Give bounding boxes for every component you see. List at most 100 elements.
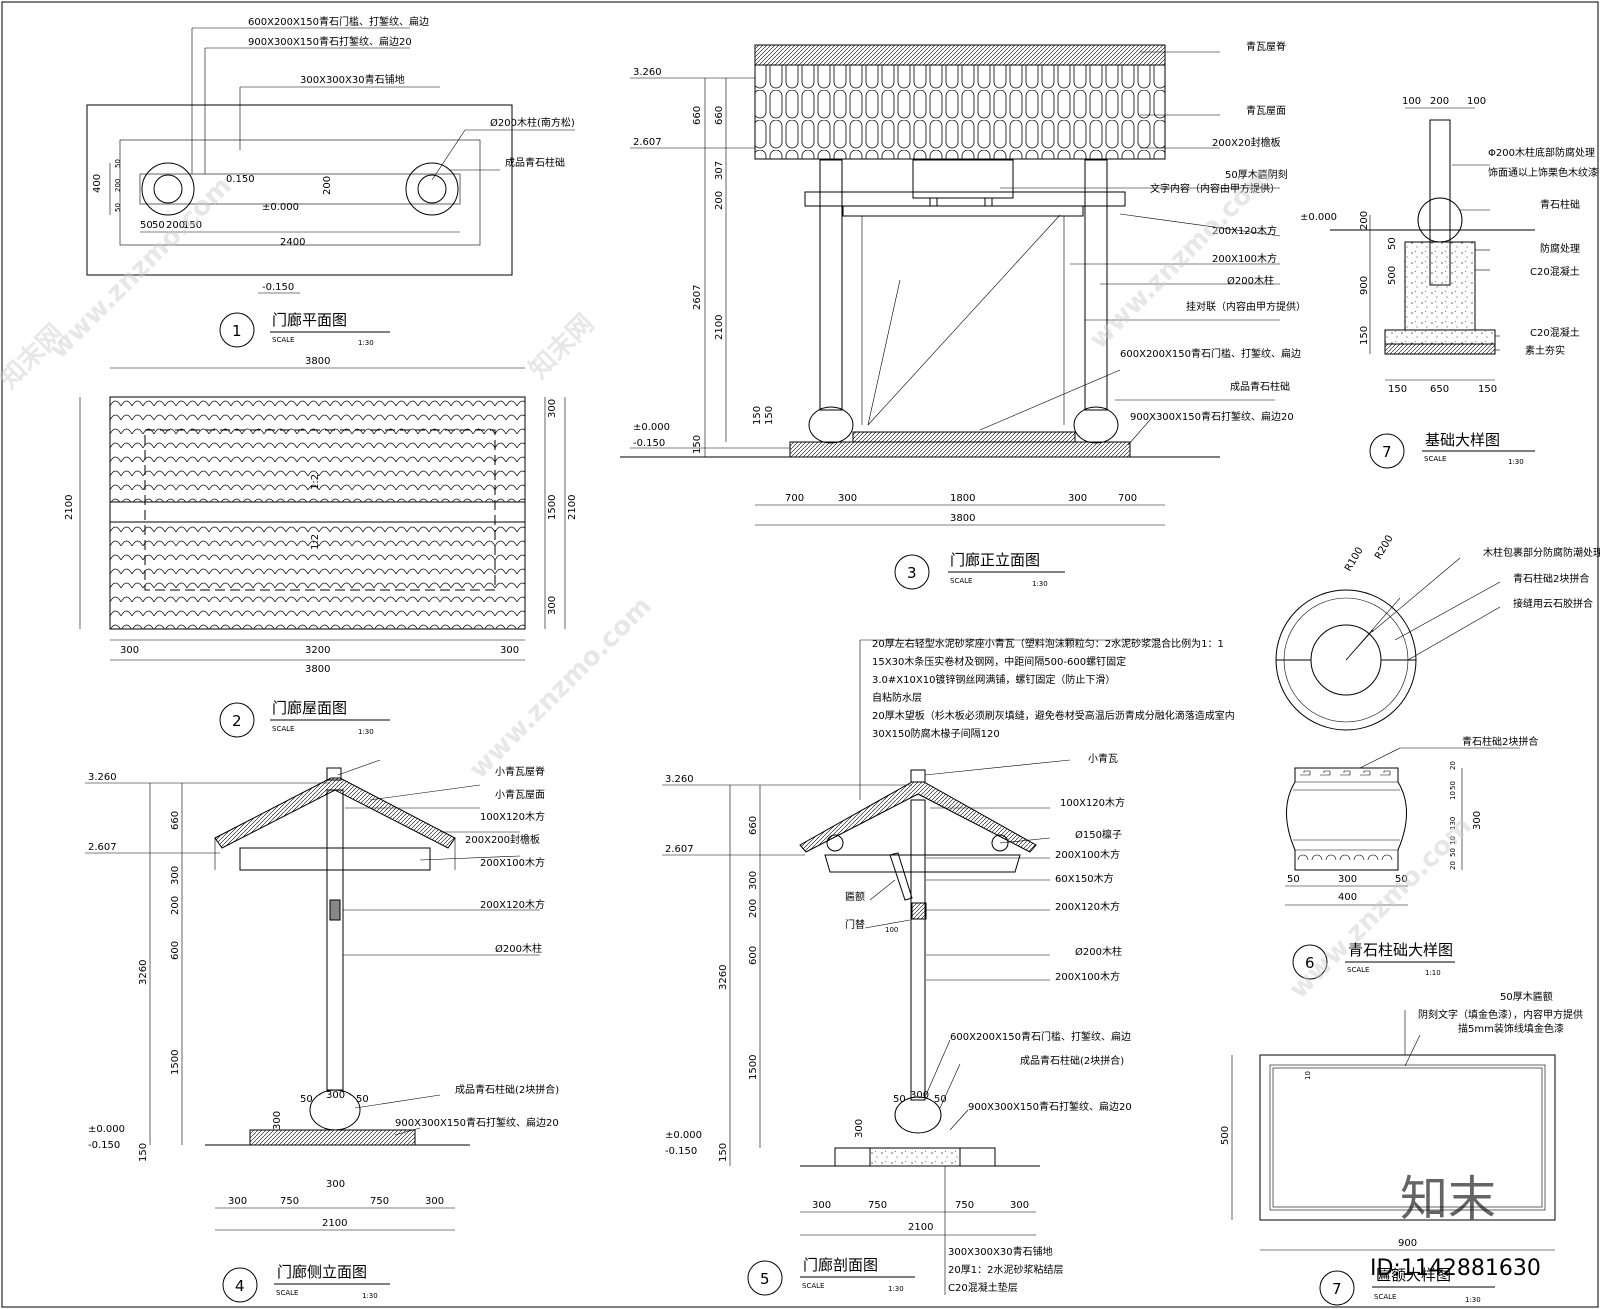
section-roof (799, 781, 1037, 853)
roof-slope-2: 1:2 (310, 534, 321, 550)
front-note-9: 挂对联（内容由甲方提供） (1186, 300, 1306, 313)
foundation-note-7: 素土夯实 (1525, 344, 1565, 357)
plaque-outer (1259, 1054, 1556, 1221)
plan-dim-2400: 2400 (280, 237, 305, 248)
section-vdim-200: 200 (748, 899, 759, 918)
roof-dim-r300a: 300 (547, 399, 558, 418)
front-post-left (819, 159, 843, 411)
roof-dim-top: 3800 (305, 356, 330, 367)
side-vdim-300: 300 (170, 866, 181, 885)
section-hdim-750b: 750 (955, 1200, 974, 1211)
side-hdim-750b: 750 (370, 1196, 389, 1207)
foundation-v-900: 900 (1359, 276, 1370, 295)
plan-level-m0150: -0.150 (262, 282, 294, 293)
base-plan-note-2: 青石柱础2块拼合 (1513, 572, 1589, 585)
base-elev-h50a: 50 (1287, 874, 1300, 885)
section-vdim-300b: 300 (854, 1119, 865, 1138)
side-platform (249, 1129, 416, 1146)
base-elev-v130: 130 (1449, 817, 1457, 830)
front-level-2607: 2.607 (633, 137, 662, 148)
side-level-2607: 2.607 (88, 842, 117, 853)
base-elev-note: 青石柱础2块拼合 (1462, 735, 1538, 748)
plaque-dim-inner: 10 (1304, 1071, 1312, 1080)
front-threshold (852, 431, 1076, 443)
title-1-number: 1 (232, 322, 242, 340)
front-note-4: 50厚木匾阴刻 (1225, 168, 1288, 181)
section-vdim-1500: 1500 (748, 1055, 759, 1080)
section-note-9: 匾额 (845, 890, 865, 903)
title-1: 1 门廊平面图 SCALE 1:30 (219, 311, 390, 348)
front-note-3: 200X20封檐板 (1212, 136, 1281, 149)
front-vdim-2100: 2100 (714, 315, 725, 340)
title-1-scale-label: SCALE (272, 336, 294, 344)
front-note-2: 青瓦屋面 (1246, 104, 1286, 117)
side-post-50b: 50 (356, 1094, 369, 1105)
section-vdim-150: 150 (718, 1143, 729, 1162)
front-hdim-700b: 700 (1118, 493, 1137, 504)
section-note-4: 200X100木方 (1055, 848, 1120, 861)
roof-dim-left: 2100 (64, 495, 75, 520)
plan-dim-b50b: 50 (152, 220, 165, 231)
front-vdim-150b: 150 (764, 406, 775, 425)
side-vdim-1500: 1500 (170, 1050, 181, 1075)
plan-view: 600X200X150青石门槛、打錾纹、扁边 900X300X150青石打錾纹、… (86, 15, 575, 294)
section-vdim-600: 600 (748, 946, 759, 965)
section-note-6: 200X120木方 (1055, 900, 1120, 913)
title-1-name: 门廊平面图 (272, 311, 347, 329)
front-elevation-view: 青瓦屋脊 青瓦屋面 200X20封檐板 50厚木匾阴刻 文字内容（内容由甲方提供… (620, 40, 1306, 526)
plan-dim-b50: 50 (140, 220, 153, 231)
plan-base-right (405, 162, 459, 216)
title-4-name: 门廊侧立面图 (277, 1263, 367, 1281)
plan-base-left (141, 162, 195, 216)
title-6: 6 青石柱础大样图 SCALE 1:10 (1292, 941, 1455, 980)
side-note-8: 成品青石柱础(2块拼合) (455, 1083, 559, 1096)
plan-note-3: 300X300X30青石铺地 (300, 73, 405, 86)
front-hdim-1800: 1800 (950, 493, 975, 504)
foundation-note-4: 防腐处理 (1540, 242, 1580, 255)
front-vdim-660b: 660 (714, 106, 725, 125)
watermark-id: ID:1142881630 (1370, 1256, 1541, 1281)
title-7b: 7 匾额大样图 SCALE 1:30 (1319, 1266, 1495, 1306)
column-base-detail: R100 R200 木柱包裹部分防腐防潮处理 青石柱础2块拼合 接缝用云石胶拼合… (1275, 533, 1600, 906)
section-bottom-1: 300X300X30青石铺地 (948, 1245, 1053, 1258)
title-5: 5 门廊剖面图 SCALE 1:30 (747, 1256, 915, 1296)
base-elev-vtotal: 300 (1472, 811, 1483, 830)
section-post-50a: 50 (893, 1094, 906, 1105)
title-1-scale: 1:30 (358, 339, 374, 347)
side-note-7: Ø200木柱 (495, 942, 542, 955)
front-vdim-307: 307 (714, 161, 725, 180)
section-base (894, 1096, 942, 1134)
title-2: 2 门廊屋面图 SCALE 1:30 (219, 699, 390, 738)
plan-dim-50b: 50 (114, 203, 122, 212)
section-note-10: 门替 (845, 918, 865, 931)
plan-level-0150: 0.150 (226, 174, 255, 185)
section-note-11: 100 (885, 926, 898, 934)
front-vdim-150c: 150 (692, 435, 703, 454)
title-3-scale-label: SCALE (950, 577, 972, 585)
section-note-1: 小青瓦 (1088, 752, 1118, 765)
foundation-bot-650: 650 (1430, 384, 1449, 395)
foundation-note-6: C20混凝土 (1530, 326, 1580, 339)
side-note-6: 200X120木方 (480, 898, 545, 911)
plaque-note-1: 50厚木匾额 (1500, 990, 1553, 1003)
title-4-number: 4 (235, 1277, 245, 1295)
title-4: 4 门廊侧立面图 SCALE 1:30 (222, 1263, 390, 1303)
plan-dim-b150: 150 (183, 220, 202, 231)
section-note-2: 100X120木方 (1060, 796, 1125, 809)
front-ridge (754, 44, 1166, 66)
plan-dim-200b: 200 (322, 176, 333, 195)
title-3-number: 3 (907, 564, 917, 582)
front-beam-120 (804, 191, 1126, 207)
front-base-left (808, 406, 854, 444)
base-plan-r200: R200 (1373, 533, 1396, 561)
plan-paving (119, 139, 481, 246)
roof-dim-300b: 300 (500, 645, 519, 656)
base-elev-h50b: 50 (1395, 874, 1408, 885)
side-level-0: ±0.000 (88, 1124, 125, 1135)
foundation-top-200: 200 (1430, 96, 1449, 107)
section-bottom-3: C20混凝土垫层 (948, 1281, 1018, 1294)
base-elevation (1286, 767, 1407, 871)
base-elev-v50b: 50 (1449, 848, 1457, 857)
plan-note-5: 成品青石柱础 (505, 156, 565, 169)
